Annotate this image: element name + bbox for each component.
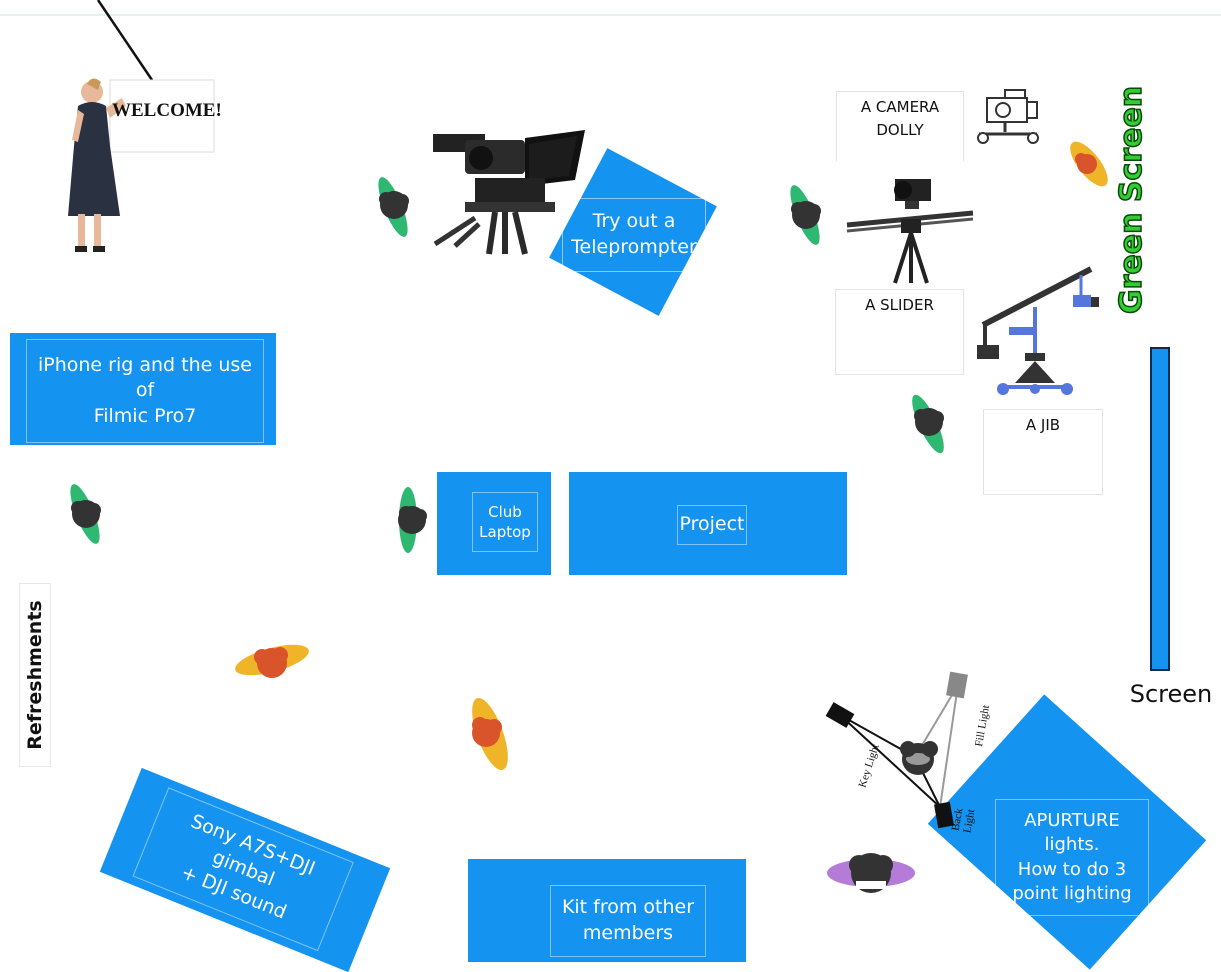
kit-station-label: Kit from other members <box>561 896 695 944</box>
kit-station: Kit from other members <box>468 859 746 962</box>
camera-dolly-label: A CAMERA DOLLY <box>860 98 940 139</box>
refreshments-label: Refreshments <box>24 600 46 750</box>
visitor-token-green-5 <box>398 487 427 553</box>
sony-station-label: Sony A7S+DJI gimbal + DJI sound <box>178 809 319 924</box>
slider-card: A SLIDER <box>835 289 964 375</box>
club-laptop-station: Club Laptop <box>437 472 551 575</box>
jib-label: A JIB <box>1025 416 1061 434</box>
visitor-token-orange-3 <box>472 698 508 770</box>
slider-illustration <box>846 179 974 284</box>
slider-label: A SLIDER <box>865 296 934 314</box>
visitor-token-orange-1 <box>1070 141 1108 187</box>
jib-card: A JIB <box>983 409 1103 495</box>
camera-dolly-icon <box>977 89 1039 144</box>
visitor-token-green-4 <box>70 484 101 544</box>
iphone-rig-station-label: iPhone rig and the use of Filmic Pro7 <box>37 353 252 427</box>
teleprompter-station-label: Try out a Teleprompter <box>571 210 697 258</box>
top-border-line <box>0 14 1221 16</box>
iphone-rig-station: iPhone rig and the use of Filmic Pro7 <box>10 333 276 445</box>
screen-label: Screen <box>1122 676 1220 716</box>
projection-screen-bar <box>1150 347 1170 671</box>
visitor-token-green-2 <box>790 185 821 245</box>
visitor-token-green-1 <box>378 177 409 237</box>
camera-dolly-card: A CAMERA DOLLY <box>836 91 964 161</box>
three-point-lighting-diagram <box>825 671 968 829</box>
welcome-sign-text: WELCOME! <box>112 100 222 121</box>
green-screen-label: Green Screen <box>1113 85 1150 315</box>
visitor-token-orange-2 <box>235 644 309 678</box>
sony-station: Sony A7S+DJI gimbal + DJI sound <box>99 767 391 972</box>
teleprompter-station-label-box: Try out a Teleprompter <box>562 198 706 272</box>
aperture-station-label: APURTURE lights. How to do 3 point light… <box>1012 809 1132 904</box>
visitor-token-green-3 <box>912 394 944 454</box>
jib-illustration <box>977 266 1099 395</box>
project-station: Project <box>569 472 847 575</box>
club-laptop-station-label: Club Laptop <box>479 502 531 541</box>
teleprompter-camera-illustration <box>433 130 585 255</box>
refreshments-label-box <box>19 583 51 767</box>
aperture-station-label-box: APURTURE lights. How to do 3 point light… <box>995 799 1149 916</box>
welcome-person-illustration <box>68 0 215 252</box>
project-station-label: Project <box>679 513 745 536</box>
visitor-token-purple <box>827 853 915 893</box>
